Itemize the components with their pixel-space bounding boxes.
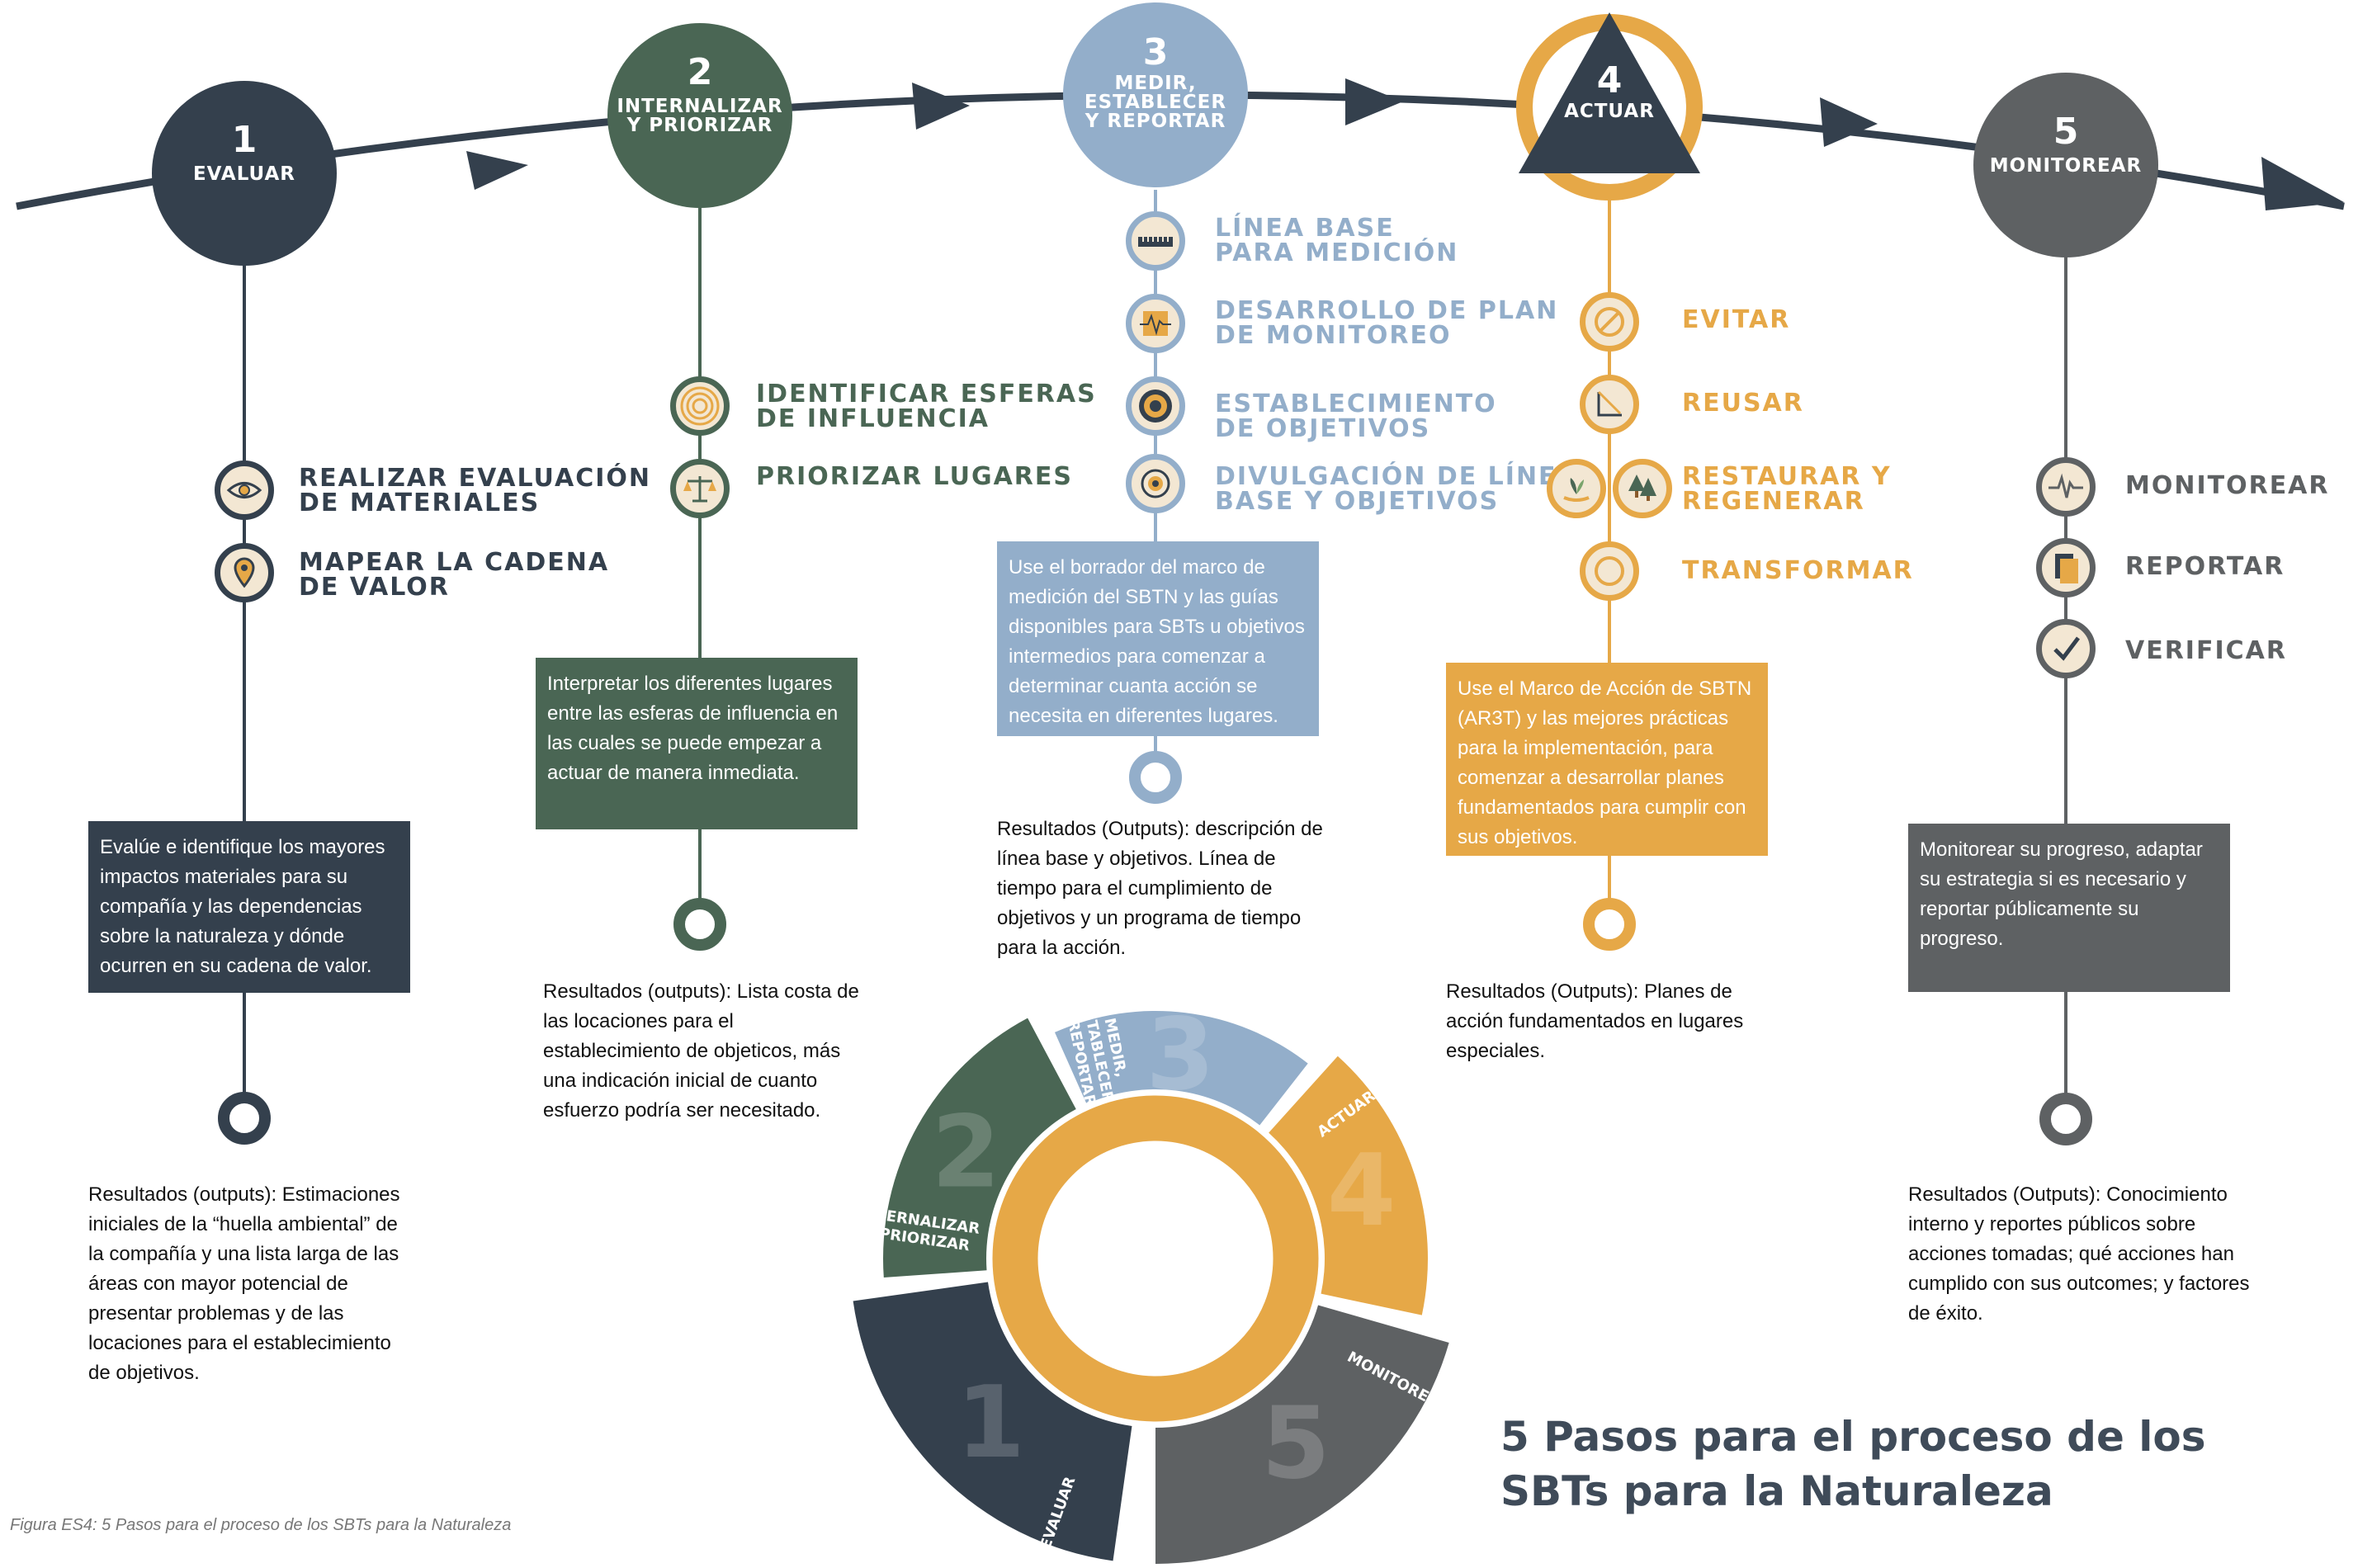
map-pin-icon — [215, 543, 274, 602]
regenerate-icon — [1613, 459, 1672, 518]
step-2-name: INTERNALIZAR Y PRIORIZAR — [617, 96, 783, 136]
step-2-circle — [607, 23, 792, 208]
step-1-number: 1 — [231, 119, 258, 161]
wheel-center-ring — [992, 1095, 1319, 1422]
step-5-item-label: REPORTAR — [2125, 552, 2285, 581]
report-icon — [2036, 538, 2096, 597]
step-4-number: 4 — [1596, 59, 1623, 102]
step-4-outputs: Resultados (Outputs): Planes de acción f… — [1446, 980, 1744, 1062]
step-5-circle — [1973, 73, 2158, 257]
step-4-item-label: RESTAURAR Y REGENERAR — [1682, 462, 1892, 516]
step-4-item-label: TRANSFORMAR — [1682, 556, 1914, 585]
step-3-item-label: DIVULGACIÓN DE LÍNEA BASE Y OBJETIVOS — [1215, 462, 1578, 516]
wheel-segment-1 — [853, 1282, 1132, 1561]
step-1-item-label: REALIZAR EVALUACIÓN DE MATERIALES — [299, 464, 651, 517]
ruler-icon — [1126, 211, 1185, 271]
heartbeat-icon — [2036, 457, 2096, 517]
step-3-item-label: LÍNEA BASE PARA MEDICIÓN — [1215, 214, 1459, 267]
step-1-outputs: Resultados (outputs): Estimaciones inici… — [88, 1183, 400, 1384]
wheel-number-2: 2 — [932, 1096, 1001, 1211]
wheel-number-1: 1 — [956, 1366, 1025, 1481]
step-4-description-box: Use el Marco de Acción de SBTN (AR3T) y … — [1446, 663, 1768, 856]
step-1-item-label: MAPEAR LA CADENA DE VALOR — [299, 548, 610, 602]
arc-arrowhead — [466, 151, 528, 190]
wheel-segment-4 — [1269, 1056, 1428, 1315]
step-3-item-label: ESTABLECIMIENTO DE OBJETIVOS — [1215, 390, 1497, 443]
avoid-icon — [1580, 292, 1639, 352]
step-5-description-box: Monitorear su progreso, adaptar su estra… — [1908, 824, 2230, 992]
step-4-end-dot — [1583, 898, 1636, 951]
step-2-number: 2 — [687, 51, 713, 93]
step-2-end-dot — [673, 898, 726, 951]
target-disclosure-icon — [1126, 454, 1185, 513]
step-2-item-label: PRIORIZAR LUGARES — [756, 462, 1073, 491]
step-3-number: 3 — [1142, 31, 1169, 73]
step-5-item-label: MONITOREAR — [2125, 471, 2330, 500]
step-5-end-dot — [2039, 1093, 2092, 1145]
step-3-circle — [1063, 2, 1248, 187]
wheel-number-5: 5 — [1261, 1387, 1330, 1502]
step-3-item-label: DESARROLLO DE PLAN DE MONITOREO — [1215, 296, 1559, 350]
step-5-label: 5 MONITOREAR — [1975, 114, 2157, 176]
target-icon — [1126, 376, 1185, 436]
step-1-name: EVALUAR — [192, 163, 296, 185]
arc-arrowhead — [2261, 157, 2344, 210]
step-5-number: 5 — [2053, 111, 2079, 153]
wheel-segment-3 — [1054, 1011, 1308, 1126]
step-1-description-box: Evalúe e identifique los mayores impacto… — [88, 821, 410, 993]
step-4-label: 4 ACTUAR — [1527, 63, 1692, 121]
step-5-name: MONITOREAR — [1989, 155, 2143, 177]
step-4-name: ACTUAR — [1564, 101, 1655, 122]
step-2-label: 2 INTERNALIZAR Y PRIORIZAR — [609, 54, 791, 135]
diagram-title: 5 Pasos para el proceso de los SBTs para… — [1500, 1413, 2206, 1515]
reduce-icon — [1580, 375, 1639, 434]
step-3-label: 3 MEDIR, ESTABLECER Y REPORTAR — [1065, 35, 1246, 131]
transform-icon — [1580, 541, 1639, 601]
step-1-label: 1 EVALUAR — [162, 122, 327, 184]
wheel-segment-2 — [882, 1018, 1076, 1278]
restore-icon — [1547, 459, 1606, 518]
checkmark-icon — [2036, 619, 2096, 678]
step-5-item-label: VERIFICAR — [2125, 636, 2287, 665]
step-3-description-box: Use el borrador del marco de medición de… — [997, 541, 1319, 736]
wheel-segment-5 — [1155, 1305, 1449, 1564]
step-3-end-dot — [1129, 751, 1182, 804]
step-3-name: MEDIR, ESTABLECER Y REPORTAR — [1084, 73, 1227, 132]
step-4-item-label: EVITAR — [1682, 305, 1791, 334]
arc-arrowhead — [1345, 78, 1403, 125]
step-2-outputs: Resultados (outputs): Lista costa de las… — [543, 980, 859, 1122]
eye-scan-icon — [215, 460, 274, 520]
step-3-outputs: Resultados (Outputs): descripción de lín… — [997, 818, 1323, 959]
step-1-circle — [152, 81, 337, 266]
arc-arrowhead — [1820, 97, 1878, 147]
step-1-end-dot — [218, 1092, 271, 1145]
step-4-triangle — [1519, 12, 1700, 173]
step-2-description-box: Interpretar los diferentes lugares entre… — [536, 658, 858, 829]
figure-caption: Figura ES4: 5 Pasos para el proceso de l… — [10, 1516, 512, 1534]
wheel-number-4: 4 — [1327, 1134, 1396, 1249]
balance-scale-icon — [670, 459, 730, 518]
step-2-item-label: IDENTIFICAR ESFERAS DE INFLUENCIA — [756, 380, 1097, 433]
arc-arrowhead — [912, 83, 970, 130]
step-4-item-label: REUSAR — [1682, 389, 1804, 418]
wheel-number-3: 3 — [1146, 998, 1215, 1112]
concentric-circles-icon — [670, 376, 730, 436]
monitor-plan-icon — [1126, 294, 1185, 353]
step-5-outputs: Resultados (Outputs): Conocimiento inter… — [1908, 1183, 2250, 1325]
